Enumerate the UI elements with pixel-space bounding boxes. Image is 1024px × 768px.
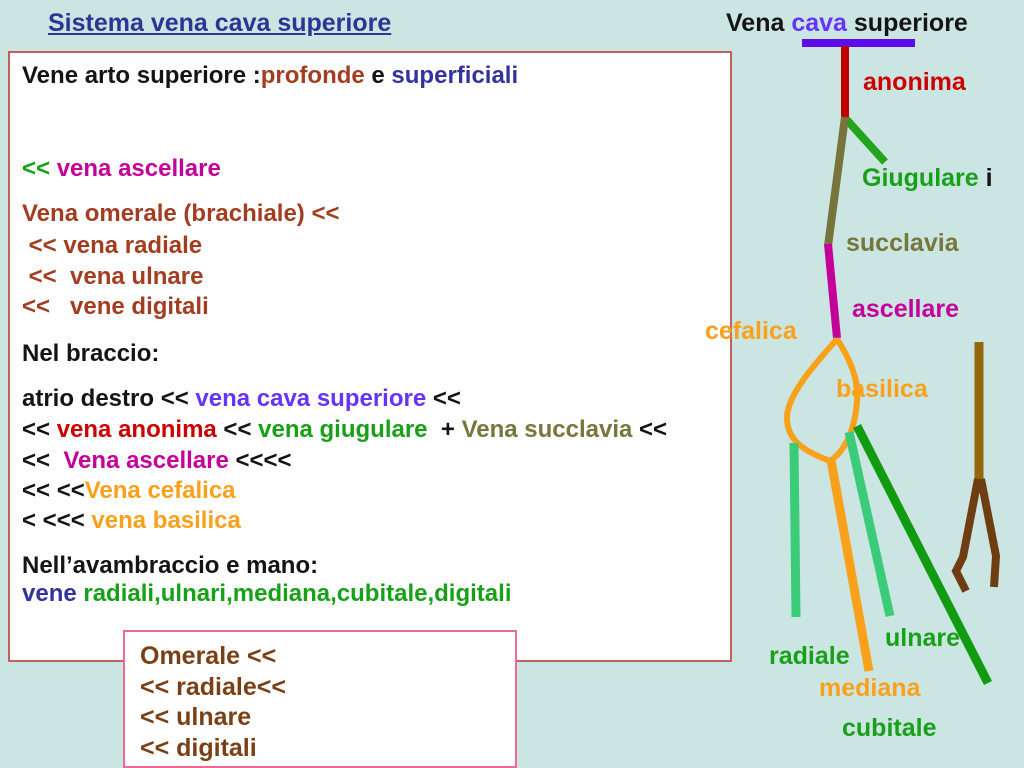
- vena-ascellare-line: [824, 243, 841, 339]
- text-segment: <<: [22, 416, 57, 443]
- main-box-line-9: << Vena ascellare <<<<: [22, 447, 292, 475]
- text-segment: Giugulare: [862, 164, 986, 192]
- diagram-label-ascellare: ascellare: [852, 295, 959, 323]
- text-segment: cubitale: [842, 714, 937, 742]
- text-segment: Vena ascellare: [63, 447, 229, 474]
- deep-vein-fork-left: [951, 478, 982, 593]
- text-segment: superficiali: [391, 62, 519, 89]
- text-segment: << vena ulnare: [22, 263, 204, 290]
- text-segment: cefalica: [705, 317, 797, 345]
- text-segment: Vena succlavia: [461, 416, 633, 443]
- text-segment: cava: [791, 9, 847, 37]
- text-segment: anonima: [863, 68, 966, 96]
- diagram-label-cefalica: cefalica: [705, 317, 797, 345]
- text-segment: ascellare: [852, 295, 960, 323]
- text-segment: vena cava superiore: [195, 385, 427, 412]
- text-segment: Vena omerale (brachiale) <<: [22, 200, 340, 227]
- text-segment: <<: [22, 447, 64, 474]
- deep-vein-fork-right: [977, 478, 1001, 588]
- text-segment: <<: [22, 155, 57, 182]
- diagram-label-mediana: mediana: [819, 674, 920, 702]
- text-segment: +: [427, 416, 462, 443]
- text-segment: vene: [22, 580, 77, 607]
- main-box-line-0: Vene arto superiore :profonde e superfic…: [22, 62, 518, 90]
- text-segment: vena ascellare: [56, 155, 221, 182]
- bottom-box-line-3: << digitali: [140, 733, 257, 762]
- text-segment: i: [985, 164, 993, 192]
- text-segment: superiore: [846, 9, 968, 37]
- text-segment: << vena radiale: [22, 232, 203, 259]
- vena-succlavia-line: [824, 116, 849, 247]
- text-segment: profonde: [260, 62, 365, 89]
- text-segment: basilica: [836, 375, 928, 403]
- page-title: Sistema vena cava superiore: [48, 9, 392, 37]
- text-segment: radiali,ulnari,mediana,cubitale,digitali: [76, 580, 512, 607]
- text-segment: <<: [426, 385, 461, 412]
- text-segment: <<: [632, 416, 668, 443]
- text-segment: ulnare: [885, 624, 961, 652]
- main-box-line-4: << vena ulnare: [22, 263, 204, 291]
- main-text-box: Vene arto superiore :profonde e superfic…: [8, 51, 732, 662]
- diagram-label-cubitale: cubitale: [842, 714, 936, 742]
- main-box-line-5: << vene digitali: [22, 293, 209, 321]
- main-box-line-1: << vena ascellare: [22, 155, 221, 183]
- bottom-box-line-0: Omerale <<: [140, 642, 277, 670]
- text-segment: Vene arto superiore :: [22, 62, 261, 89]
- text-segment: radiale: [769, 642, 850, 670]
- text-segment: < <<<: [22, 507, 92, 534]
- bottom-text-box: Omerale <<<< radiale<<<< ulnare<< digita…: [123, 630, 517, 768]
- main-box-line-12: Nell’avambraccio e mano:: [22, 552, 318, 580]
- text-segment: Vena: [726, 9, 792, 37]
- diagram-label-giugulare: Giugulare i: [862, 164, 993, 192]
- vena-giugulare-line: [843, 116, 888, 165]
- diagram-label-succlavia: succlavia: [846, 229, 959, 257]
- text-segment: Vena cefalica: [84, 477, 236, 504]
- vena-mediana-line: [826, 459, 874, 672]
- text-segment: vena giugulare: [258, 416, 428, 443]
- text-segment: vena basilica: [91, 507, 241, 534]
- main-box-line-2: Vena omerale (brachiale) <<: [22, 200, 340, 228]
- main-box-line-6: Nel braccio:: [22, 340, 159, 368]
- diagram-label-ulnare: ulnare: [885, 624, 960, 652]
- main-box-line-10: << <<Vena cefalica: [22, 477, 236, 505]
- text-segment: vena anonima: [56, 416, 217, 443]
- vena-cefalica-curve: [783, 337, 840, 464]
- vena-radiale-line: [789, 442, 801, 618]
- main-box-line-8: << vena anonima << vena giugulare + Vena…: [22, 416, 667, 444]
- header-right-title: Vena cava superiore: [726, 8, 968, 38]
- text-segment: <<: [216, 416, 259, 443]
- main-box-line-7: atrio destro << vena cava superiore <<: [22, 385, 461, 413]
- text-segment: Nel braccio:: [22, 340, 160, 367]
- text-segment: <<<<: [228, 447, 292, 474]
- main-box-line-13: vene radiali,ulnari,mediana,cubitale,dig…: [22, 580, 511, 608]
- text-segment: e: [364, 62, 392, 89]
- text-segment: Nell’avambraccio e mano:: [22, 552, 319, 579]
- text-segment: atrio destro <<: [22, 385, 196, 412]
- diagram-label-anonima: anonima: [863, 68, 966, 96]
- bottom-box-line-1: << radiale<<: [140, 672, 286, 701]
- text-segment: << vene digitali: [22, 293, 209, 320]
- diagram-label-basilica: basilica: [836, 375, 928, 403]
- diagram-label-radiale: radiale: [769, 642, 850, 670]
- main-box-line-11: < <<< vena basilica: [22, 507, 241, 535]
- vena-ulnare-line: [844, 431, 895, 617]
- text-segment: mediana: [819, 674, 921, 702]
- text-segment: << <<: [22, 477, 85, 504]
- text-segment: succlavia: [846, 229, 959, 257]
- bottom-box-line-2: << ulnare: [140, 703, 252, 731]
- vena-cava-superiore-bar: [802, 39, 915, 47]
- main-box-line-3: << vena radiale: [22, 232, 202, 260]
